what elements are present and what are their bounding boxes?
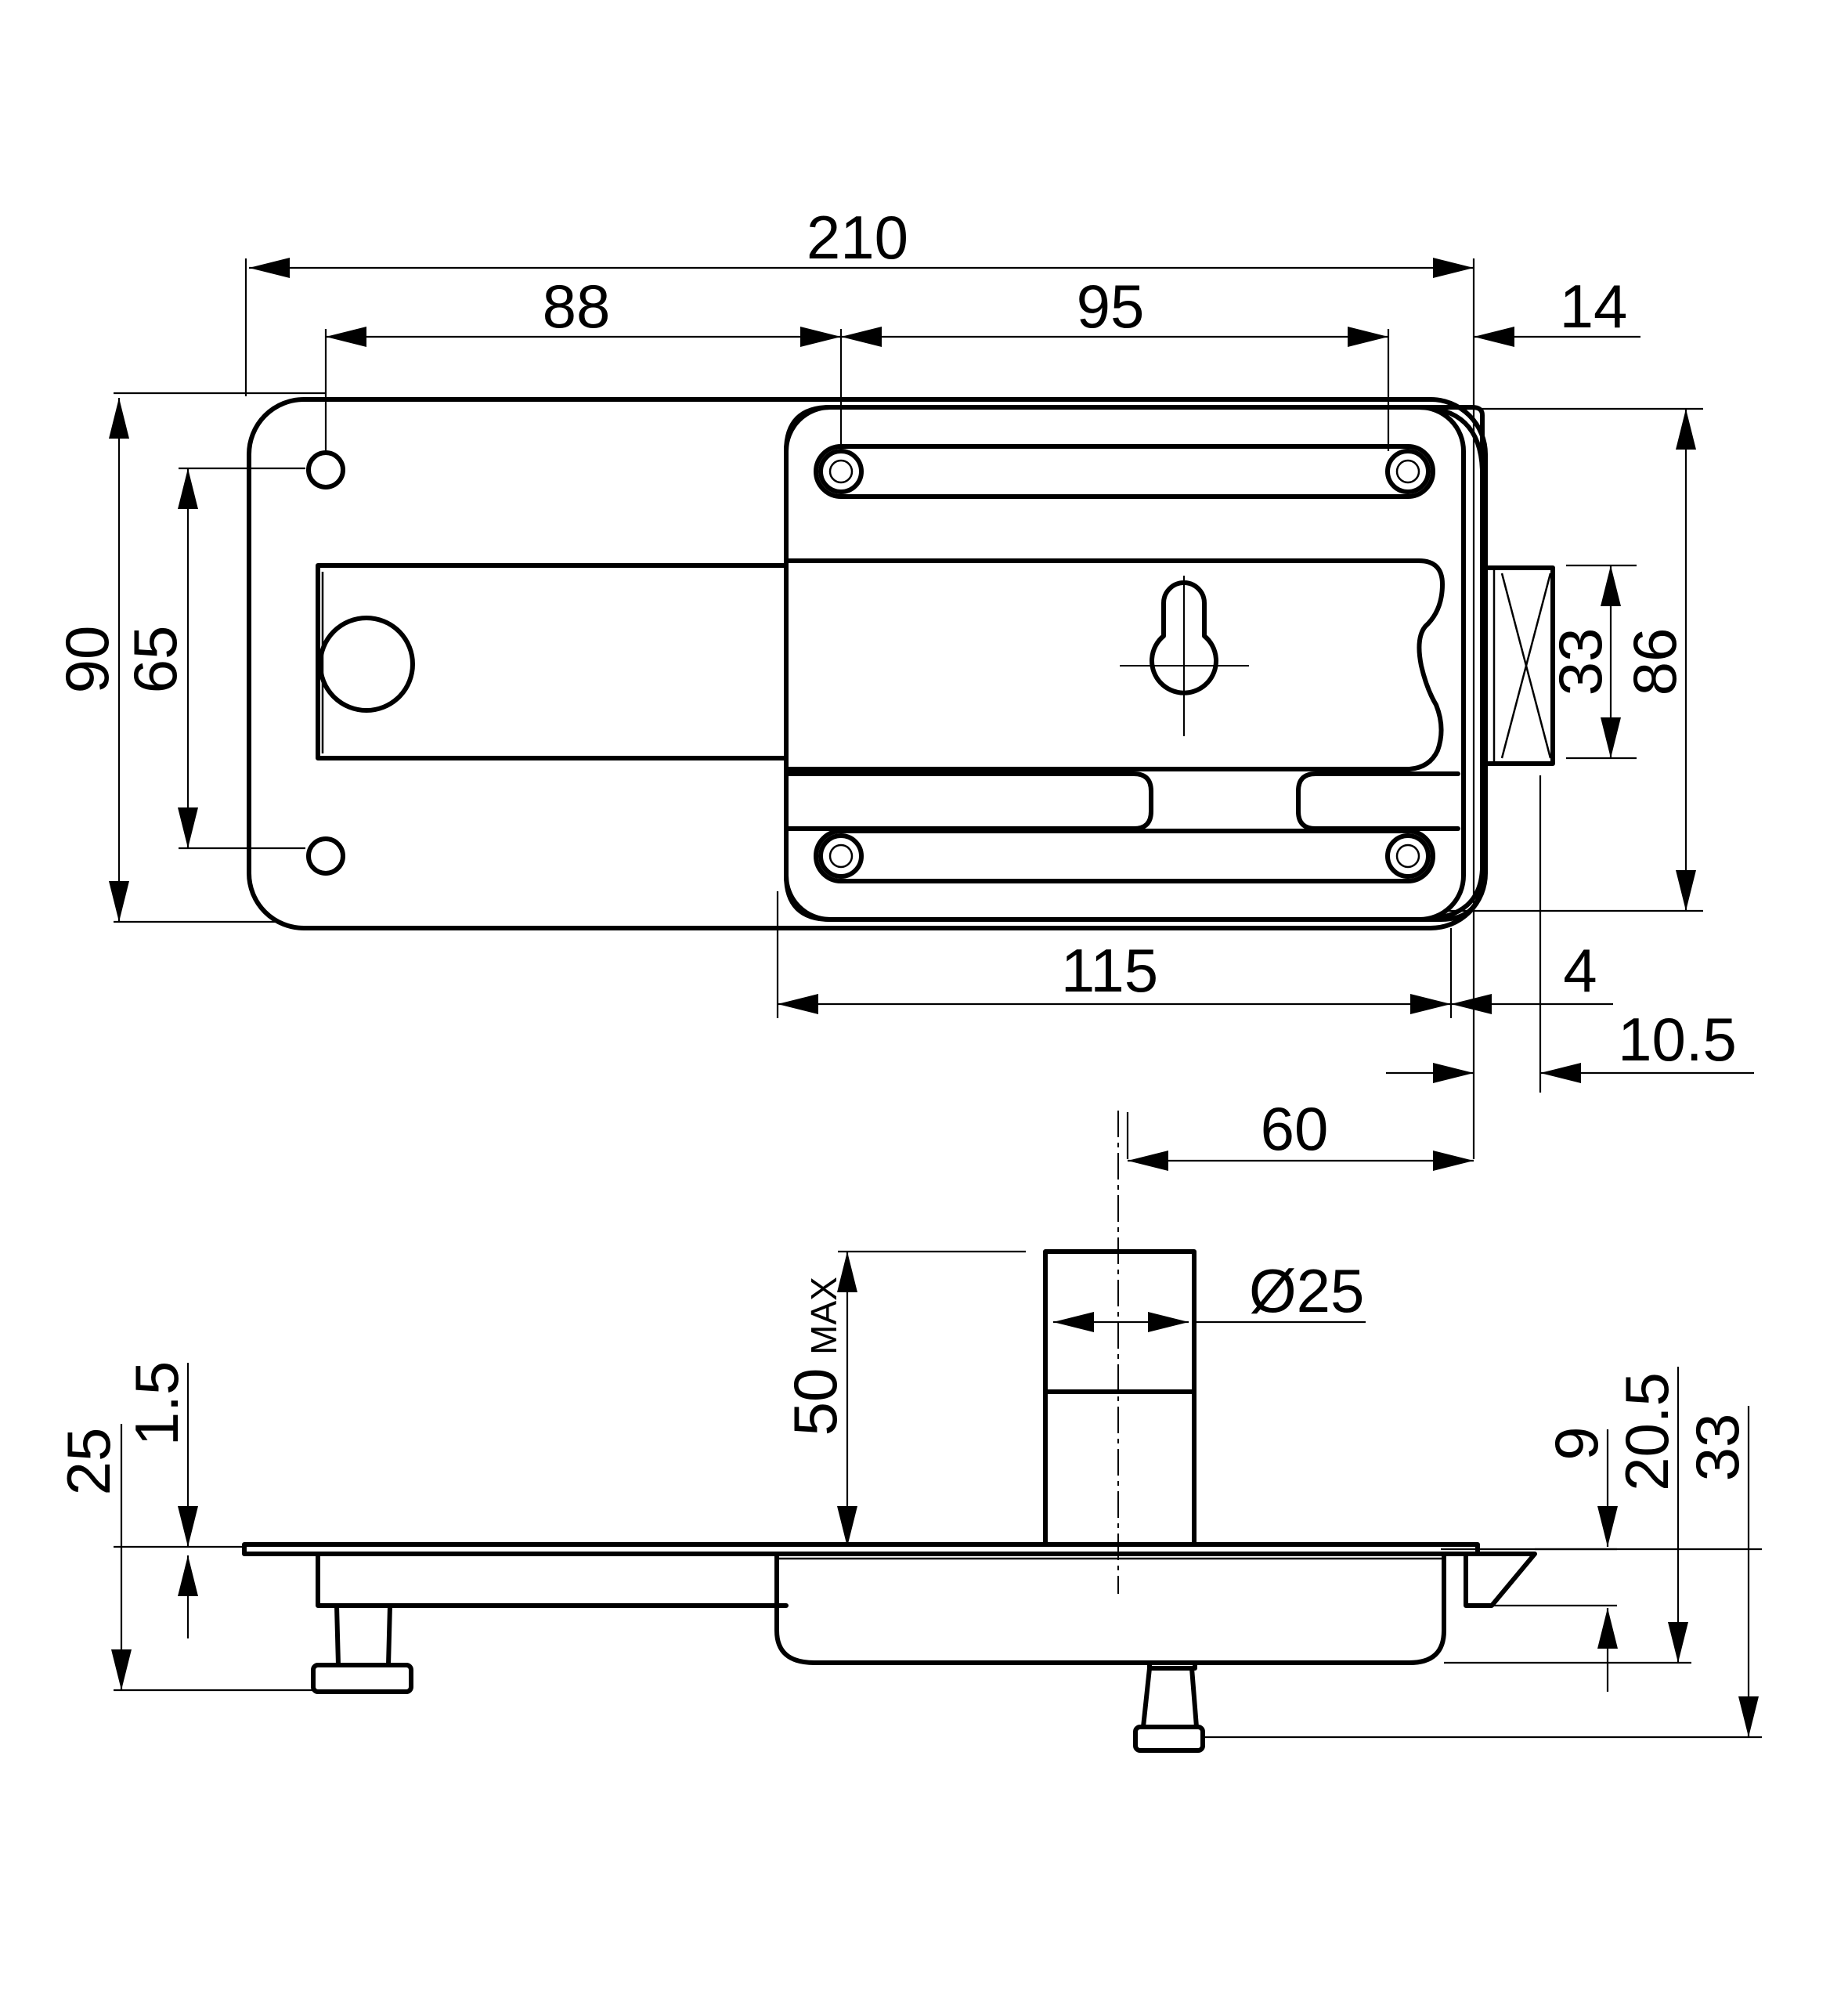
dim-label-33-side: 33 xyxy=(1683,1414,1752,1482)
dim-label-14: 14 xyxy=(1560,272,1628,341)
lock-case-inner xyxy=(784,405,1466,922)
mount-hole-case-tl-inner xyxy=(828,459,854,484)
mount-hole-case-tr-inner xyxy=(1395,459,1420,484)
bolt-head xyxy=(1480,565,1555,766)
dim-label-60: 60 xyxy=(1261,1094,1329,1163)
dim-label-20-5: 20.5 xyxy=(1612,1372,1681,1491)
side-base-plate xyxy=(242,1542,1480,1556)
dim-label-115: 115 xyxy=(1061,936,1158,1005)
side-view xyxy=(242,1111,1537,1753)
side-case-body xyxy=(774,1552,1446,1665)
mount-hole-case-tl xyxy=(818,449,864,494)
top-view-dimensions xyxy=(109,258,1754,1171)
lock-case-outer xyxy=(784,405,1485,922)
side-view-extension-lines xyxy=(114,1250,1762,1739)
top-slot xyxy=(814,444,1435,499)
dim-label-9: 9 xyxy=(1542,1426,1611,1460)
bottom-slot xyxy=(814,829,1435,883)
mount-hole-case-br xyxy=(1385,833,1431,879)
dim-label-95: 95 xyxy=(1077,272,1145,341)
side-bottom-stud xyxy=(1147,1660,1197,1671)
dim-label-10-5: 10.5 xyxy=(1618,1005,1737,1074)
mount-hole-case-bl-inner xyxy=(828,844,854,869)
lower-slot-left xyxy=(784,771,1153,831)
side-view-dimensions xyxy=(111,1252,1759,1737)
knob-circle xyxy=(318,616,415,713)
dim-label-4: 4 xyxy=(1563,936,1597,1005)
side-bottom-stud-shaft xyxy=(1141,1666,1199,1729)
dim-label-1-5: 1.5 xyxy=(122,1361,191,1446)
dim-label-210: 210 xyxy=(807,203,908,272)
dim-label-65: 65 xyxy=(121,626,189,694)
side-left-stud-foot xyxy=(311,1663,413,1694)
lower-slot-right xyxy=(1296,771,1460,831)
mount-hole-case-br-inner xyxy=(1395,844,1420,869)
case-rim xyxy=(1415,405,1485,922)
mount-hole-bottom-left xyxy=(306,836,345,876)
top-view xyxy=(247,397,1555,930)
dim-label-90: 90 xyxy=(52,626,121,694)
dim-label-86: 86 xyxy=(1620,628,1689,696)
slide-bar xyxy=(316,563,789,760)
side-left-stud xyxy=(334,1603,392,1667)
dim-label-88: 88 xyxy=(543,272,611,341)
back-plate xyxy=(247,397,1488,930)
bolt-cross-2 xyxy=(1500,573,1552,759)
side-bolt-wedge xyxy=(1464,1552,1537,1608)
mount-hole-case-tr xyxy=(1385,449,1431,494)
middle-plate xyxy=(784,558,1445,771)
dim-label-d25: Ø25 xyxy=(1249,1256,1364,1325)
dim-label-33-top: 33 xyxy=(1546,628,1615,696)
dim-label-50: 50 xyxy=(781,1368,850,1436)
side-bottom-stud-foot xyxy=(1133,1725,1205,1753)
side-slide xyxy=(316,1552,789,1608)
dim-label-25: 25 xyxy=(54,1428,123,1496)
cylinder-body xyxy=(1043,1249,1197,1547)
dimension-labels: 210 88 95 14 90 65 33 86 115 4 10.5 60 Ø… xyxy=(52,203,1752,1495)
mount-hole-case-bl xyxy=(818,833,864,879)
mount-hole-top-left xyxy=(306,450,345,490)
dim-label-max: MAX xyxy=(803,1277,844,1355)
